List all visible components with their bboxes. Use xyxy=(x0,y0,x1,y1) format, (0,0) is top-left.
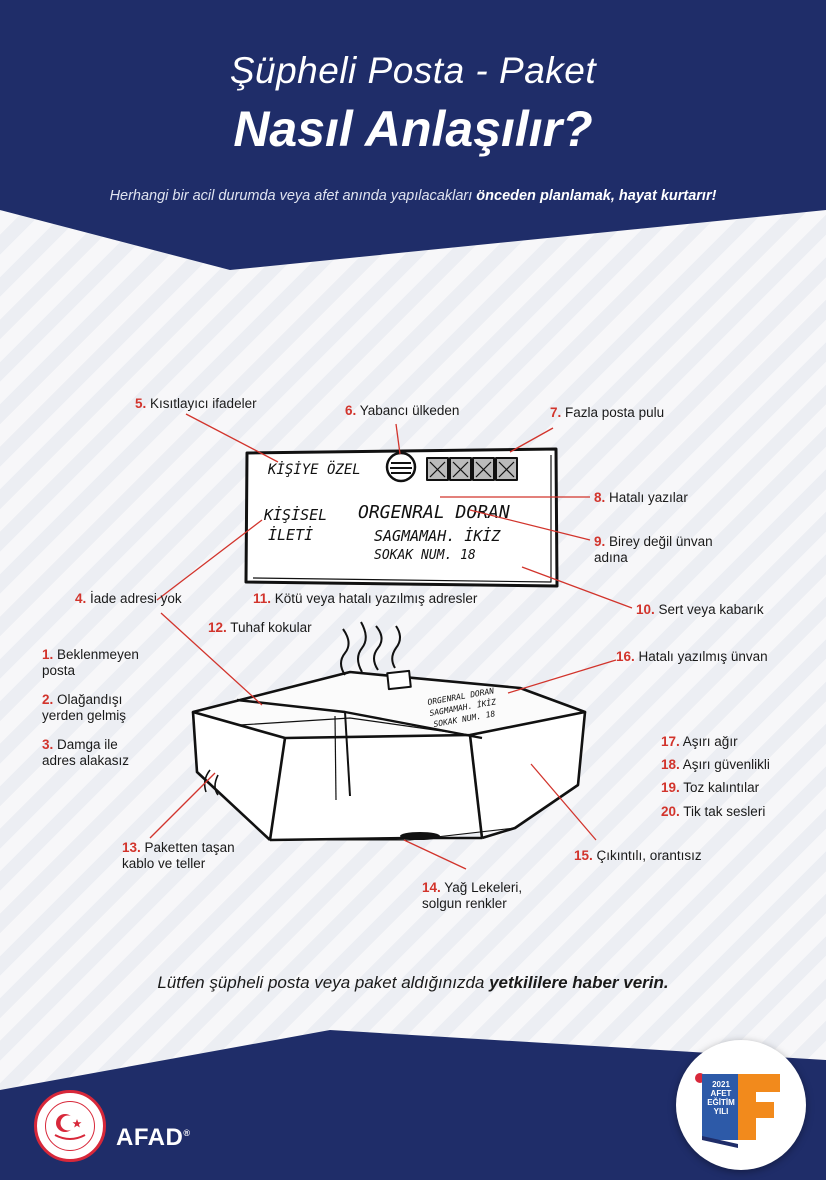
label-20: 20. Tik tak sesleri xyxy=(661,804,766,819)
label-7: 7. Fazla posta pulu xyxy=(550,405,665,420)
footer-banner xyxy=(0,1030,826,1180)
label-11: 11. Kötü veya hatalı yazılmış adresler xyxy=(253,591,478,606)
footer-warning-text: Lütfen şüpheli posta veya paket aldığını… xyxy=(157,973,669,992)
crescent-star-icon xyxy=(54,1114,86,1140)
title-line2: Nasıl Anlaşılır? xyxy=(233,101,593,157)
label-15: 15. Çıkıntılı, orantısız xyxy=(574,848,702,863)
label-4: 4. İade adresi yok xyxy=(75,591,182,606)
label-16: 16. Hatalı yazılmış ünvan xyxy=(616,649,768,664)
seal-inner-ring xyxy=(45,1101,95,1151)
envelope-address-line3: SOKAK NUM. 18 xyxy=(374,548,476,563)
envelope-restriction-text: KİŞİYE ÖZEL xyxy=(267,460,361,478)
subtitle: Herhangi bir acil durumda veya afet anın… xyxy=(109,188,717,204)
title-line1: Şüpheli Posta - Paket xyxy=(229,50,597,91)
label-8: 8. Hatalı yazılar xyxy=(594,490,688,505)
label-5: 5. Kısıtlayıcı ifadeler xyxy=(135,396,257,411)
label-12: 12. Tuhaf kokular xyxy=(208,620,312,635)
header-banner xyxy=(0,0,826,270)
label-6: 6. Yabancı ülkeden xyxy=(345,403,460,418)
stamps-icon xyxy=(426,457,518,481)
package-drawing: ORGENRAL DORAN SAGMAMAH. İKİZ SOKAK NUM.… xyxy=(191,669,587,842)
oil-stain-icon xyxy=(400,832,440,840)
leader-lines xyxy=(149,413,633,870)
wire-icon xyxy=(203,769,219,796)
smell-waves-icon xyxy=(340,621,401,676)
envelope-message-text: İLETİ xyxy=(268,525,313,544)
badge-text: 2021 AFET EĞİTİM YILI xyxy=(707,1080,735,1116)
label-17: 17. Aşırı ağır xyxy=(661,734,738,749)
envelope-address-line2: SAGMAMAH. İKİZ xyxy=(374,526,501,545)
badge-logo-icon xyxy=(695,1073,780,1148)
afet-egitim-yili-badge: 2021 AFET EĞİTİM YILI xyxy=(676,1040,806,1170)
envelope-address-line1: ORGENRAL DORAN xyxy=(358,502,510,523)
envelope-personal-text: KİŞİSEL xyxy=(263,505,327,524)
label-14: 14. Yağ Lekeleri,solgun renkler xyxy=(422,880,523,911)
label-19: 19. Toz kalıntılar xyxy=(661,780,760,795)
afad-logo: AFAD® xyxy=(116,1124,191,1151)
envelope-drawing xyxy=(244,447,559,588)
suspicious-mail-illustration: KİŞİYE ÖZEL KİŞİSEL İLETİ ORGENRAL DORAN… xyxy=(149,413,633,870)
label-10: 10. Sert veya kabarık xyxy=(636,602,764,617)
ministry-seal-logo xyxy=(34,1090,106,1162)
label-18: 18. Aşırı güvenlikli xyxy=(661,757,770,772)
